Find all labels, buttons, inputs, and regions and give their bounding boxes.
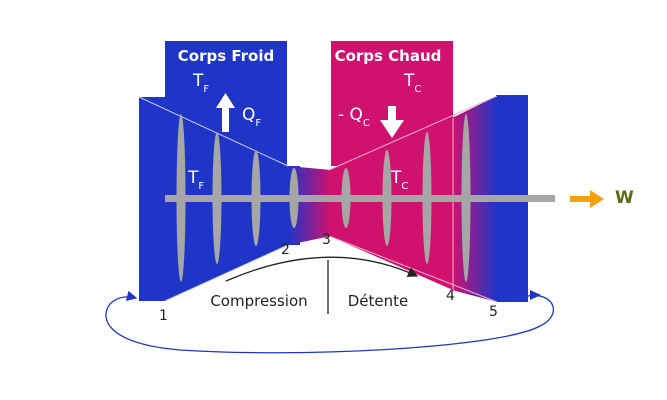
hot-heat-label: - QC xyxy=(338,105,370,129)
cold-body-title: Corps Froid xyxy=(178,47,274,65)
loop-exit-arrow xyxy=(530,290,541,300)
turbine-temperature: TC xyxy=(390,168,408,192)
compressor-bottom-edge xyxy=(164,244,289,302)
state-1: 1 xyxy=(159,308,168,324)
hot-body-title: Corps Chaud xyxy=(335,47,442,65)
state-2: 2 xyxy=(281,242,290,258)
expansion-label: Détente xyxy=(348,292,409,310)
shaft xyxy=(165,195,555,202)
phase-arrow xyxy=(225,256,419,282)
transition-section xyxy=(288,166,331,245)
compressor-blades xyxy=(176,114,299,282)
state-5: 5 xyxy=(489,304,498,320)
compressor-temperature: TF xyxy=(187,168,204,192)
cold-body-temperature: TF xyxy=(192,71,209,95)
work-output-arrow xyxy=(570,190,604,208)
return-loop xyxy=(105,290,554,354)
compressor-top-edge xyxy=(138,96,289,167)
heat-out-arrow xyxy=(380,106,404,138)
cold-heat-label: QF xyxy=(242,105,261,129)
compression-label: Compression xyxy=(210,292,307,310)
heat-in-arrow xyxy=(216,93,235,132)
state-4: 4 xyxy=(446,288,455,304)
hot-body-temperature: TC xyxy=(403,71,421,95)
turbine-top-edge xyxy=(328,95,498,171)
state-3: 3 xyxy=(322,232,331,248)
work-label: W xyxy=(615,188,634,208)
